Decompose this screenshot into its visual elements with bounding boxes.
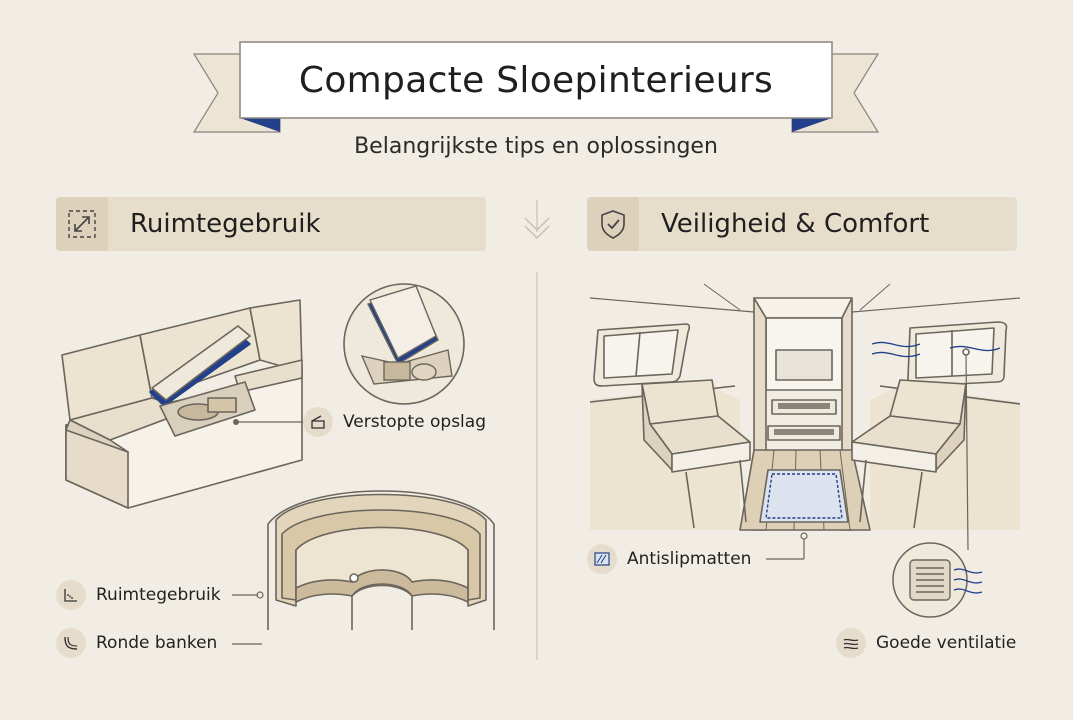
section-title-safety: Veiligheid & Comfort [661, 209, 930, 239]
section-bar-safety: Veiligheid & Comfort [587, 197, 1017, 251]
cabin-interior-illustration [589, 283, 1021, 551]
label-hidden-storage: Verstopte opslag [303, 407, 486, 437]
storage-bench-illustration [61, 299, 303, 509]
round-bench-leader-line [232, 643, 262, 645]
vent-detail-inset [892, 542, 983, 618]
round-bench-illustration [267, 490, 495, 630]
mat-pattern-icon [587, 544, 617, 574]
center-divider [524, 200, 550, 660]
storage-leader-line [233, 419, 306, 425]
page-subtitle: Belangrijkste tips en oplossingen [354, 134, 718, 159]
label-round-benches: Ronde banken [56, 628, 217, 658]
shield-check-icon [587, 197, 639, 251]
space-use-leader-line [232, 591, 264, 599]
section-bar-space: Ruimtegebruik [56, 197, 486, 251]
curve-icon [56, 628, 86, 658]
airflow-icon [836, 628, 866, 658]
stairs-icon [56, 580, 86, 610]
expand-arrows-icon [56, 197, 108, 251]
page-title: Compacte Sloepinterieurs [298, 59, 774, 101]
storage-detail-inset [343, 283, 465, 405]
section-title-space: Ruimtegebruik [130, 209, 321, 239]
anti-slip-leader-line [766, 532, 808, 560]
box-lid-icon [303, 407, 333, 437]
label-anti-slip: Antislipmatten [587, 544, 751, 574]
label-ventilation: Goede ventilatie [836, 628, 1016, 658]
label-space-use: Ruimtegebruik [56, 580, 221, 610]
title-ribbon [192, 41, 880, 133]
